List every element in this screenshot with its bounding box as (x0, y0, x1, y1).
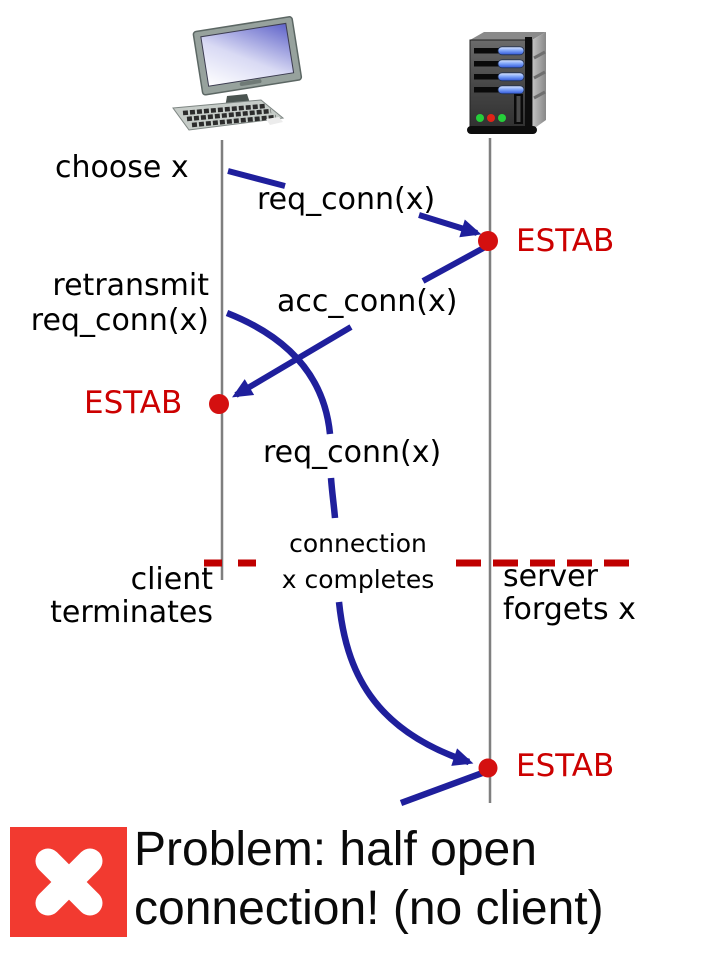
client-terminates-line1: client (130, 562, 213, 597)
acc-conn-message-label: acc_conn(x) (277, 284, 458, 319)
req-conn-message-label-2: req_conn(x) (263, 435, 442, 470)
connection-completes-line1: connection (289, 529, 427, 558)
retransmit-label-line2: req_conn(x) (30, 303, 209, 338)
estab-state-label-server-1: ESTAB (516, 223, 615, 259)
estab-dot-server-2 (478, 758, 498, 778)
choose-x-label: choose x (55, 150, 189, 185)
client-terminates-line2: terminates (50, 595, 213, 630)
client-computer-icon (172, 16, 303, 131)
connection-completes-line2: x completes (281, 565, 435, 594)
server-forgets-line1: server (503, 559, 598, 594)
problem-text-line1: Problem: half open (134, 823, 537, 876)
retransmit-label: retransmit req_conn(x) (13, 268, 209, 338)
acc-conn-arrow (232, 242, 491, 398)
estab-state-label-server-2: ESTAB (516, 748, 615, 784)
req-conn-message-label-1: req_conn(x) (257, 182, 436, 217)
client-terminates-label: client terminates (18, 563, 213, 629)
problem-text-line2: connection! (no client) (134, 882, 604, 935)
estab-dot-server-1 (478, 231, 498, 251)
server-response-line (399, 768, 487, 807)
server-forgets-label: server forgets x (503, 560, 636, 626)
estab-dot-client (209, 394, 229, 414)
retransmit-label-line1: retransmit (52, 268, 209, 303)
server-tower-icon (467, 32, 546, 134)
retransmit-req-conn-curve (225, 309, 474, 766)
problem-text: Problem: half open connection! (no clien… (134, 820, 604, 938)
estab-state-label-client: ESTAB (84, 385, 183, 421)
connection-completes-note: connection x completes (272, 526, 444, 598)
x-cross-icon (35, 848, 103, 916)
server-forgets-line2: forgets x (503, 592, 636, 627)
problem-error-box (10, 827, 127, 937)
req-conn-arrow-1 (227, 168, 482, 238)
